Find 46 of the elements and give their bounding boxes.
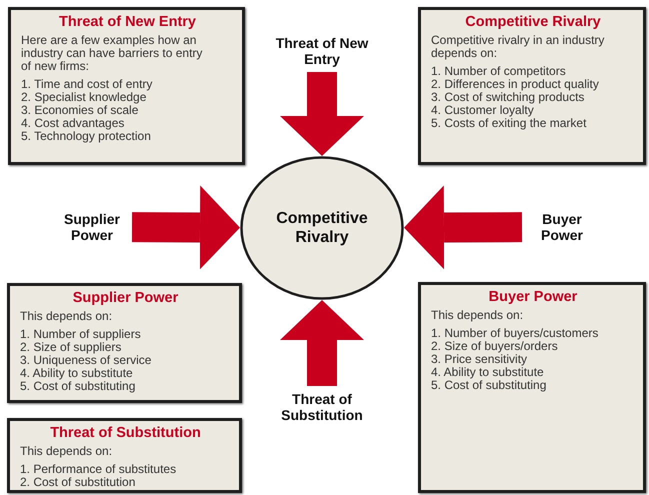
list-item: 3. Cost of switching products [431, 91, 584, 104]
list-item: 2. Differences in product quality [431, 78, 600, 91]
block-arrow [404, 186, 522, 270]
card-text: Here are a few examples how an industry can have barriers to entry of new firms: [21, 34, 204, 73]
card-text: This depends on: [20, 310, 114, 323]
list-item: 2. Specialist knowledge [21, 91, 146, 104]
list-item: 5. Cost of substituting [431, 379, 548, 392]
list-item: 4. Cost advantages [21, 117, 126, 130]
info-card [418, 7, 646, 165]
list-item: 4. Customer loyalty [431, 104, 534, 117]
card-heading: Supplier Power [72, 290, 180, 307]
card-heading: Threat of New Entry [58, 14, 197, 31]
block-arrow [280, 300, 364, 386]
card-text: Competitive rivalry in an industry depends on: [431, 34, 606, 60]
list-item: 3. Price sensitivity [431, 353, 528, 366]
list-item: 3. Economies of scale [21, 104, 138, 117]
force-label: Buyer Power [522, 206, 602, 248]
info-card [418, 282, 646, 493]
list-item: 4. Ability to substitute [431, 366, 545, 379]
circle-label: Competitive Rivalry [275, 209, 369, 247]
list-item: 1. Time and cost of entry [21, 78, 154, 91]
list-item: 5. Costs of exiting the market [431, 117, 588, 130]
list-item: 4. Ability to substitute [20, 367, 134, 380]
card-text: This depends on: [431, 309, 524, 322]
list-item: 3. Uniqueness of service [20, 354, 152, 367]
block-arrow [132, 185, 240, 270]
list-item: 2. Size of buyers/orders [431, 340, 558, 353]
card-heading: Buyer Power [488, 289, 578, 306]
list-item: 5. Technology protection [21, 130, 152, 143]
list-item: 1. Number of buyers/customers [431, 327, 600, 340]
card-heading: Threat of Substitution [49, 425, 202, 442]
list-item: 2. Cost of substitution [20, 476, 136, 489]
list-item: 1. Number of suppliers [20, 328, 142, 341]
force-label: Threat of Substitution [262, 386, 382, 428]
card-heading: Competitive Rivalry [464, 14, 602, 31]
list-item: 1. Number of competitors [431, 65, 567, 78]
force-label: Supplier Power [52, 206, 132, 248]
list-item: 1. Performance of substitutes [20, 463, 178, 476]
info-card [8, 7, 245, 165]
list-item: 2. Size of suppliers [20, 341, 122, 354]
card-text: This depends on: [20, 445, 114, 458]
block-arrow [280, 72, 364, 156]
info-card [7, 283, 242, 403]
force-label: Threat of New Entry [262, 30, 382, 72]
list-item: 5. Cost of substituting [20, 380, 136, 393]
info-card [7, 418, 242, 493]
